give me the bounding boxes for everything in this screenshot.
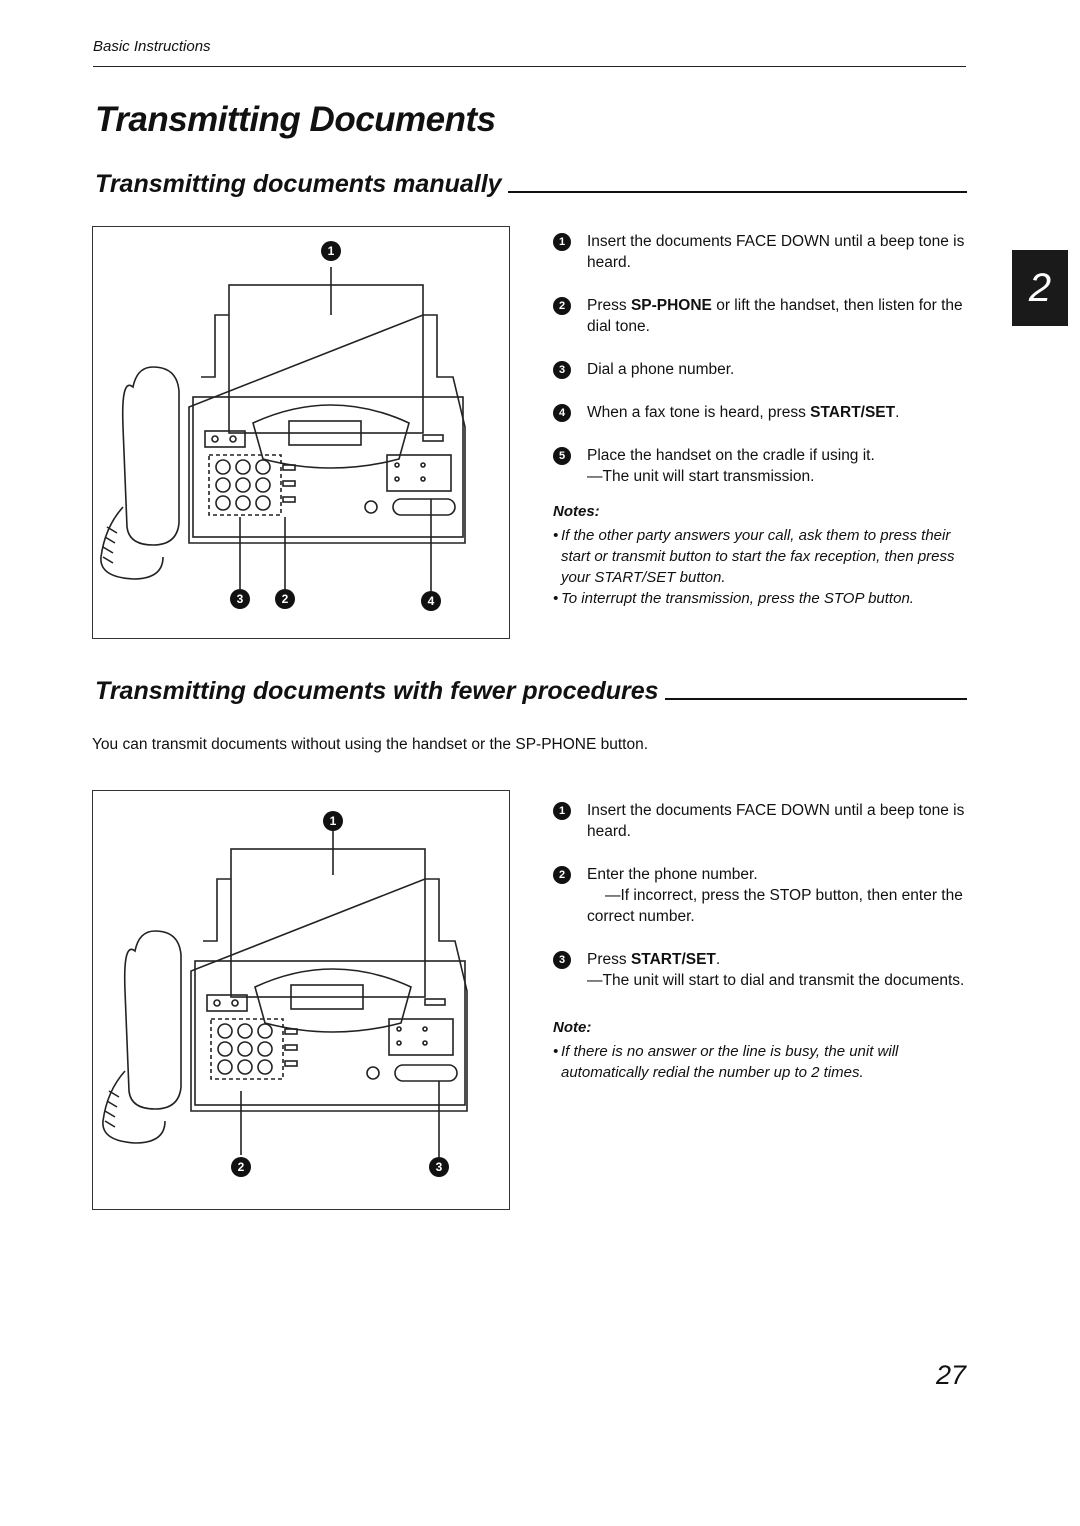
step-3: 3 Press START/SET.—The unit will start t… [553,949,965,991]
step-2: 2 Enter the phone number.—If incorrect, … [553,864,965,927]
page-title: Transmitting Documents [95,100,496,139]
callout-1: 1 [323,811,343,831]
step-number: 5 [553,447,571,465]
page-number: 27 [936,1360,967,1390]
step-number: 4 [553,404,571,422]
steps-fewer: 1 Insert the documents FACE DOWN until a… [553,800,965,1083]
step-text: Press SP-PHONE or lift the handset, then… [587,297,963,335]
fax-machine-drawing [102,831,468,1157]
running-header: Basic Instructions [93,38,211,55]
step-number: 1 [553,233,571,251]
step-2: 2 Press SP-PHONE or lift the handset, th… [553,295,965,337]
step-1: 1 Insert the documents FACE DOWN until a… [553,231,965,273]
heading-rule [664,698,967,700]
step-1: 1 Insert the documents FACE DOWN until a… [553,800,965,842]
callout-3: 3 [230,589,250,609]
step-number: 2 [553,297,571,315]
step-text: Dial a phone number. [587,361,735,378]
step-text: Insert the documents FACE DOWN until a b… [587,802,965,840]
step-text: Insert the documents FACE DOWN until a b… [587,233,965,271]
callout-1: 1 [321,241,341,261]
step-number: 1 [553,802,571,820]
notes-heading: Note: [553,1019,592,1036]
section-heading-text: Transmitting documents manually [95,170,502,198]
step-number: 3 [553,951,571,969]
callout-2: 2 [231,1157,251,1177]
section-heading-manual: Transmitting documents manually [95,170,967,199]
step-4: 4 When a fax tone is heard, press START/… [553,402,965,423]
section-heading-fewer: Transmitting documents with fewer proced… [95,677,967,706]
section-intro: You can transmit documents without using… [92,736,649,753]
header-rule [93,66,966,67]
heading-rule [507,191,967,193]
step-number: 3 [553,361,571,379]
fax-machine-drawing [100,267,466,591]
callout-4: 4 [421,591,441,611]
callout-2: 2 [275,589,295,609]
notes-heading: Notes: [553,503,600,520]
step-text: When a fax tone is heard, press START/SE… [587,404,900,421]
step-text: Enter the phone number.—If incorrect, pr… [587,866,963,925]
note-item: •To interrupt the transmission, press th… [553,590,914,607]
step-number: 2 [553,866,571,884]
note-item: •If there is no answer or the line is bu… [553,1043,899,1081]
step-3: 3 Dial a phone number. [553,359,965,380]
chapter-tab: 2 [1012,250,1068,326]
steps-manual: 1 Insert the documents FACE DOWN until a… [553,231,965,609]
step-text: Press START/SET.—The unit will start to … [587,951,965,989]
step-text: Place the handset on the cradle if using… [587,447,875,485]
fax-illustration-2: 1 2 3 [92,790,510,1210]
section-heading-text: Transmitting documents with fewer proced… [95,677,659,705]
note-item: •If the other party answers your call, a… [553,527,955,586]
callout-3: 3 [429,1157,449,1177]
step-5: 5 Place the handset on the cradle if usi… [553,445,965,487]
fax-illustration-1: 1 3 2 4 [92,226,510,639]
